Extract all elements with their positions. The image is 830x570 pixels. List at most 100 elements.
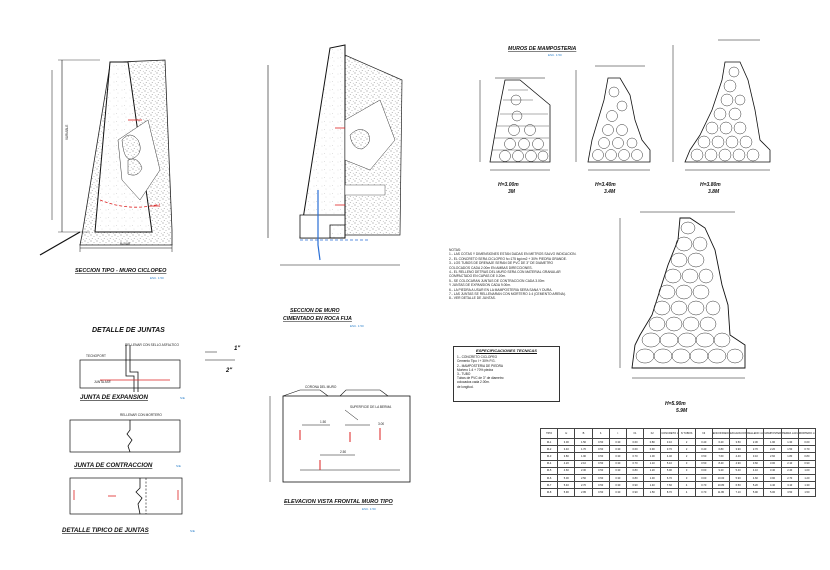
table-cell: 10.80 bbox=[711, 481, 731, 490]
masonry-wall-3: H=3.80m 3.8M bbox=[672, 39, 771, 195]
wall-1-height: H=3.00m bbox=[498, 182, 519, 188]
table-cell: 5.20 bbox=[746, 481, 765, 490]
table-cell: 2 bbox=[677, 437, 696, 447]
note-item: 1.- LAS COTAS Y DIMENSIONES ESTAN DADAS … bbox=[449, 252, 577, 257]
table-cell: 2 bbox=[677, 452, 696, 461]
section-juntas: DETALLE DE JUNTAS RELLENAR CON SELLO ASF… bbox=[62, 327, 240, 534]
table-cell: 1.50 bbox=[780, 445, 799, 454]
junta-tipico-detail: DETALLE TIPICO DE JUNTAS S/E bbox=[62, 477, 195, 534]
table-cell: 0.50 bbox=[591, 488, 610, 497]
table-cell: M-2 bbox=[539, 445, 559, 454]
table-cell: M-3 bbox=[539, 452, 559, 461]
table-header-cell: H bbox=[557, 428, 576, 439]
table-cell: 0.70 bbox=[694, 481, 713, 490]
joint-lines bbox=[302, 424, 370, 456]
tecnoport-label: TECNOPORT bbox=[86, 354, 106, 358]
spec-line: Tubos de PVC de 3" de diametro bbox=[457, 376, 504, 381]
elevacion-scale: ESC. 1:50 bbox=[362, 507, 376, 511]
table-cell: 2.60 bbox=[763, 452, 782, 461]
table-cell: 3.50 bbox=[729, 437, 748, 447]
table-cell: 0.70 bbox=[625, 452, 645, 461]
table-cell: 0.30 bbox=[608, 488, 627, 497]
crown-line bbox=[282, 389, 389, 397]
table-cell: M-4 bbox=[539, 459, 559, 468]
junta-contraccion-title: JUNTA DE CONTRACCION bbox=[74, 462, 153, 469]
masonry-wall-4: H=5.90m 5.9M bbox=[619, 211, 746, 414]
wall-1-type: 3M bbox=[508, 189, 516, 195]
wall-2-height: H=3.40m bbox=[595, 182, 616, 188]
table-header-cell: MORTERO m3/m bbox=[797, 428, 817, 439]
drain-line bbox=[317, 190, 321, 261]
table-cell: 0.50 bbox=[591, 445, 610, 454]
table-cell: 9.20 bbox=[711, 466, 731, 475]
h3-label: 3.00 bbox=[378, 422, 384, 426]
table-cell: 1.30 bbox=[797, 481, 817, 490]
h2-label: 2.50 bbox=[340, 450, 346, 454]
table-cell: 1.90 bbox=[763, 437, 782, 447]
table-cell: M-5 bbox=[539, 466, 559, 475]
table-cell: 0.30 bbox=[608, 452, 627, 461]
h1-label: 1.50 bbox=[320, 420, 326, 424]
table-cell: 0.60 bbox=[625, 445, 645, 454]
table-cell: 5.00 bbox=[763, 488, 782, 497]
table-cell: 0.40 bbox=[694, 437, 713, 447]
base-label: B=VAR bbox=[120, 242, 131, 246]
table-cell: 7.60 bbox=[711, 452, 731, 461]
table-header-cell: TIPO bbox=[539, 428, 559, 439]
section-roca-title-1: SECCION DE MURO bbox=[290, 308, 340, 314]
table-cell: 2.70 bbox=[574, 481, 593, 490]
wall-4-height: H=5.90m bbox=[665, 401, 686, 407]
junta-asf-label: JUNTA ASF. bbox=[94, 380, 111, 384]
table-header-cell: h1 bbox=[625, 428, 645, 439]
failure-line bbox=[99, 199, 161, 208]
table-cell: 0.60 bbox=[625, 437, 645, 447]
section-mamposteria: MUROS DE MAMPOSTERIA ESC. 1:50 H=3.00m 3… bbox=[479, 39, 771, 414]
table-cell: 0.50 bbox=[591, 466, 610, 475]
table-cell: 3.90 bbox=[763, 473, 782, 483]
table-cell: 3.10 bbox=[660, 437, 679, 447]
table-header-cell: PIEDRA m3/m bbox=[780, 428, 799, 439]
rock-piece bbox=[349, 129, 370, 150]
table-cell: 6.20 bbox=[711, 437, 731, 447]
note-item: 4.- EL RELLENO DETRAS DEL MURO SERA CON … bbox=[449, 270, 561, 275]
note-item: 5.- SE COLOCARAN JUNTAS DE CONTRACCION C… bbox=[449, 278, 545, 283]
table-header-cell: ENCOFRADO m2/m bbox=[711, 428, 731, 439]
leader bbox=[344, 409, 359, 421]
note-item: 8.- VER DETALLE DE JUNTAS. bbox=[449, 296, 496, 301]
table-cell: 0.90 bbox=[625, 481, 645, 490]
table-cell: 0.30 bbox=[608, 481, 627, 490]
table-header-cell: h2 bbox=[643, 428, 662, 439]
rock-pieces bbox=[121, 134, 143, 176]
table-cell: 3 bbox=[677, 473, 696, 483]
callout-box bbox=[344, 184, 386, 196]
junta-tipico-title: DETALLE TIPICO DE JUNTAS bbox=[62, 527, 150, 534]
masonry-wall-1: H=3.00m 3M bbox=[479, 77, 551, 195]
table-cell: 0.90 bbox=[643, 445, 662, 454]
table-cell: 1.00 bbox=[797, 466, 817, 475]
ground-line bbox=[39, 231, 81, 256]
table-cell: 4 bbox=[677, 481, 696, 490]
junta-expansion-detail: RELLENAR CON SELLO ASFALTICO TECNOPORT J… bbox=[79, 343, 240, 401]
table-cell: 0.40 bbox=[694, 445, 713, 454]
table-cell: 0.30 bbox=[608, 473, 627, 483]
table-cell: 4.20 bbox=[557, 459, 576, 468]
wall-4-type: 5.9M bbox=[676, 408, 688, 414]
table-cell: 8.70 bbox=[660, 488, 679, 497]
table-cell: 1.40 bbox=[643, 481, 662, 490]
table-cell: 3.90 bbox=[729, 445, 748, 454]
table-cell: 7.60 bbox=[660, 481, 679, 490]
table-cell: 2.70 bbox=[746, 445, 765, 454]
table-cell: 0.80 bbox=[625, 473, 645, 483]
table-cell: M-6 bbox=[539, 473, 559, 483]
note-item: 6.- LA PIEDRA A USAR EN LA MAMPOSTERIA S… bbox=[449, 287, 553, 292]
table-cell: 10.00 bbox=[711, 473, 731, 483]
table-cell: 0.90 bbox=[797, 459, 817, 468]
table-cell: 3.10 bbox=[780, 481, 799, 490]
table-cell: M-8 bbox=[539, 488, 559, 497]
table-cell: 3.40 bbox=[557, 445, 576, 454]
